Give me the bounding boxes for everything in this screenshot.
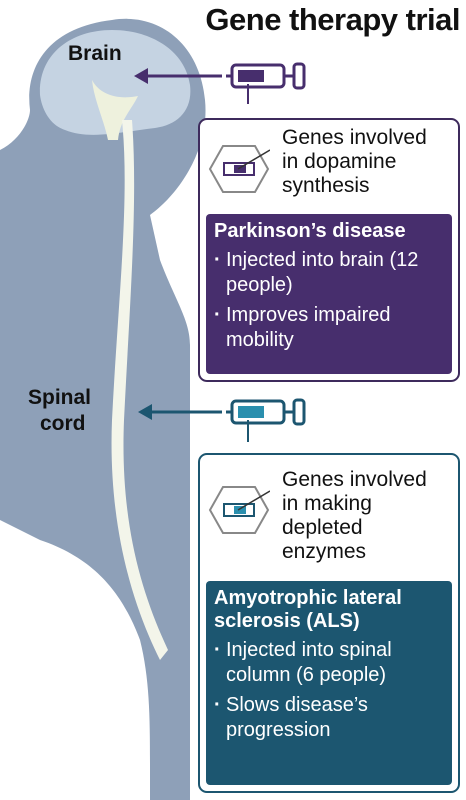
gene-line: Genes involved [282,468,427,491]
disease-name: Parkinson’s disease [214,220,406,242]
gene-line: in dopamine [282,150,397,173]
gene-line: enzymes [282,540,367,563]
disease-panel: Parkinson’s disease Injected into brain … [206,214,452,374]
chart-title: Gene therapy trial [205,2,460,37]
syringe-icon [226,398,306,442]
gene-line: in making [282,492,372,515]
gene-line: depleted [282,516,363,539]
gene-hexagon-icon [208,486,270,534]
gene-description: Genes involved in dopamine synthesis [282,126,427,198]
brain-shape [39,30,191,135]
spinal-cord-shape [111,120,168,660]
brain-arrowhead [134,68,148,84]
disease-panel: Amyotrophic lateral sclerosis (ALS) Inje… [206,581,452,785]
detail-item: Improves impaired mobility [214,303,444,353]
detail-item: Slows disease’s progression [214,693,444,743]
detail-item: Injected into spinal column (6 people) [214,638,444,688]
gene-description: Genes involved in making depleted enzyme… [282,468,427,564]
spinal-cord-label-line1: Spinal [28,386,92,409]
spinal-arrowhead [138,404,152,420]
spinal-cord-label-line2: cord [40,412,86,435]
als-card: Genes involved in making depleted enzyme… [198,453,460,793]
parkinson-card: Genes involved in dopamine synthesis Par… [198,118,460,382]
disease-name: Amyotrophic lateral sclerosis (ALS) [214,587,402,632]
gene-line: synthesis [282,174,370,197]
human-silhouette [0,18,206,800]
syringe-icon [226,62,306,104]
brainstem-shape [92,80,138,140]
detail-item: Injected into brain (12 people) [214,248,444,298]
brain-label: Brain [68,42,122,65]
gene-hexagon-icon [208,145,270,193]
gene-line: Genes involved [282,126,427,149]
